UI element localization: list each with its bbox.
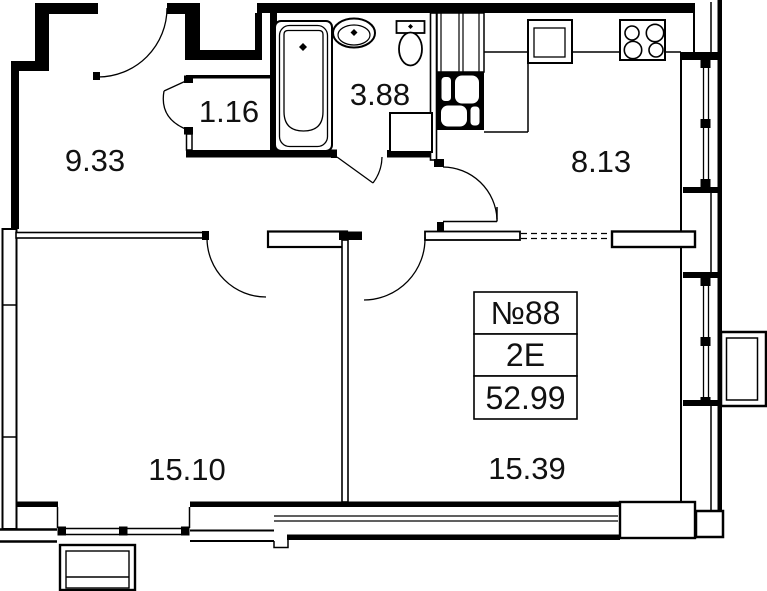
kitchen-area-label: 8.13 xyxy=(571,144,631,179)
doors xyxy=(93,7,498,301)
apartment-number: №88 xyxy=(491,295,561,331)
ac-basket-bottom xyxy=(58,543,137,591)
bedroom-door xyxy=(206,237,267,298)
living-room-door xyxy=(363,236,426,301)
stove xyxy=(619,19,666,61)
vent-shaft xyxy=(436,12,485,130)
left-wall xyxy=(1,228,18,530)
living-room-area-label: 15.39 xyxy=(488,451,566,486)
toilet xyxy=(395,20,426,67)
kitchen-sink xyxy=(527,19,573,64)
bathtub xyxy=(274,20,333,152)
apartment-total-area: 52.99 xyxy=(485,380,565,416)
hallway-area-label: 9.33 xyxy=(65,143,125,178)
washing-machine xyxy=(389,112,433,153)
bedroom-window xyxy=(57,526,190,536)
bottom-walls xyxy=(0,500,697,549)
entrance-door xyxy=(93,7,168,80)
toilet-button-icon xyxy=(408,24,413,29)
apartment-type: 2E xyxy=(506,337,545,373)
bathroom-area-label: 3.88 xyxy=(350,77,410,112)
interior-walls xyxy=(15,12,697,503)
kitchen-door xyxy=(442,166,498,220)
apartment-info-box: №88 2E 52.99 xyxy=(473,291,578,420)
exterior-walls xyxy=(11,3,695,229)
bathroom-door xyxy=(336,156,383,184)
kitchen-counter xyxy=(484,51,681,133)
right-wall xyxy=(680,0,725,539)
ac-basket-right xyxy=(719,330,767,408)
room-labels: 9.33 1.16 3.88 8.13 15.10 15.39 xyxy=(65,77,631,487)
bedroom-area-label: 15.10 xyxy=(148,452,226,487)
dashed-boundary xyxy=(521,232,611,240)
closet-door xyxy=(162,79,189,131)
living-room-window-right xyxy=(700,277,711,406)
kitchen-window xyxy=(700,59,711,188)
sink-faucet-icon xyxy=(350,29,358,36)
bathtub-faucet-icon xyxy=(299,43,307,51)
closet-area-label: 1.16 xyxy=(199,94,259,129)
bathroom-sink xyxy=(332,17,376,49)
